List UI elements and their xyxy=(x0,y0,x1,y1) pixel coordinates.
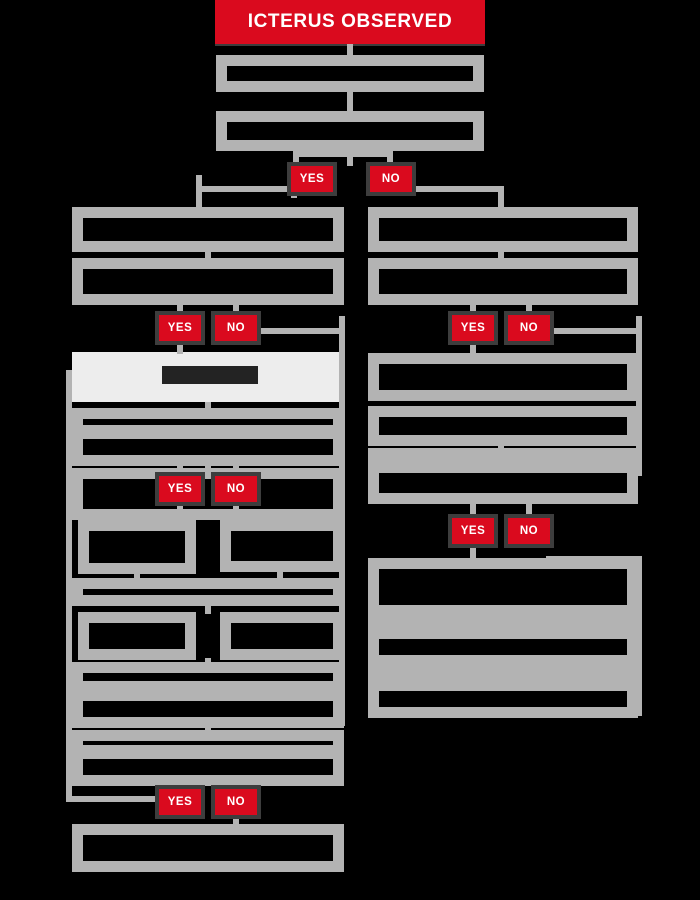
flow-node-L2[interactable] xyxy=(72,258,344,305)
connector-no-right-drop xyxy=(498,186,504,210)
connector-left-8 xyxy=(233,466,239,478)
connector-left-1 xyxy=(205,252,211,260)
decision-badge-no-d5[interactable]: NO xyxy=(508,518,550,544)
connector-right-3 xyxy=(526,305,532,317)
flow-node-R7[interactable] xyxy=(368,558,638,616)
connector-split-main-no xyxy=(387,151,393,166)
flow-node-n1[interactable] xyxy=(216,55,484,92)
connector-left-3 xyxy=(233,305,239,317)
flow-node-L8[interactable] xyxy=(220,520,344,572)
flow-node-R1[interactable] xyxy=(368,207,638,252)
flow-node-L1[interactable] xyxy=(72,207,344,252)
decision-badge-yes-d6[interactable]: YES xyxy=(159,789,201,815)
flow-node-L9[interactable] xyxy=(72,578,344,606)
flow-node-R3[interactable] xyxy=(368,353,638,401)
connector-right-no2-rail xyxy=(636,556,642,716)
connector-left-5 xyxy=(205,402,211,412)
connector-root-2 xyxy=(347,92,353,111)
connector-right-6 xyxy=(470,504,476,518)
connector-yes-left-drop xyxy=(196,186,202,210)
connector-yes-left-run xyxy=(196,186,297,192)
connector-left-14 xyxy=(205,658,211,666)
connector-left-17 xyxy=(233,784,239,792)
flow-node-L13[interactable] xyxy=(72,690,344,728)
flow-node-R4[interactable] xyxy=(368,406,638,446)
connector-right-4 xyxy=(470,342,476,354)
text-selection-highlight xyxy=(162,366,258,384)
connector-left-6 xyxy=(205,466,211,478)
connector-right-7 xyxy=(526,504,532,518)
decision-badge-yes-d5[interactable]: YES xyxy=(452,518,494,544)
connector-right-no2-run xyxy=(546,556,642,562)
connector-no-right-run xyxy=(410,186,504,192)
connector-split-main-yes xyxy=(293,151,299,166)
flow-node-R2[interactable] xyxy=(368,258,638,305)
flow-node-L12[interactable] xyxy=(72,662,344,692)
decision-badge-yes-d4[interactable]: YES xyxy=(159,476,201,502)
decision-badge-no-d6[interactable]: NO xyxy=(215,789,257,815)
connector-left-12 xyxy=(277,572,283,584)
flow-node-L16[interactable] xyxy=(72,824,344,872)
decision-badge-no-d2[interactable]: NO xyxy=(215,315,257,341)
connector-root-1 xyxy=(347,44,353,55)
decision-badge-yes-d1[interactable]: YES xyxy=(291,166,333,192)
connector-right-10 xyxy=(498,664,504,674)
flow-node-L11[interactable] xyxy=(220,612,344,660)
flow-node-R9[interactable] xyxy=(368,628,638,666)
connector-right-no-rail xyxy=(636,316,642,476)
flow-node-R11[interactable] xyxy=(368,680,638,718)
connector-right-9 xyxy=(498,614,504,624)
connector-left-7 xyxy=(177,466,183,478)
connector-right-no-run xyxy=(546,328,642,334)
connector-left-9 xyxy=(177,503,183,521)
connector-left-15 xyxy=(205,724,211,734)
connector-right-2 xyxy=(470,305,476,317)
page-title: ICTERUS OBSERVED xyxy=(215,0,485,44)
decision-badge-yes-d3[interactable]: YES xyxy=(452,315,494,341)
decision-badge-yes-d2[interactable]: YES xyxy=(159,315,201,341)
connector-split-main xyxy=(293,151,393,157)
connector-left-rail-west xyxy=(66,370,72,800)
connector-right-8 xyxy=(470,545,476,561)
decision-badge-no-d1[interactable]: NO xyxy=(370,166,412,192)
connector-left-no-rail xyxy=(339,316,345,726)
connector-right-5 xyxy=(498,446,504,464)
flow-node-L7[interactable] xyxy=(78,520,196,574)
decision-badge-no-d4[interactable]: NO xyxy=(215,476,257,502)
connector-left-4 xyxy=(177,342,183,354)
connector-left-2 xyxy=(177,305,183,317)
connector-left-13 xyxy=(205,604,211,614)
connector-left-11 xyxy=(134,574,140,584)
connector-yes-left-down xyxy=(291,192,297,198)
flow-node-L5[interactable] xyxy=(72,428,344,466)
connector-left-19 xyxy=(66,796,166,802)
connector-left-10 xyxy=(233,503,239,521)
connector-left-16 xyxy=(177,784,183,792)
decision-badge-no-d3[interactable]: NO xyxy=(508,315,550,341)
flow-node-R6[interactable] xyxy=(368,462,638,504)
connector-left-18 xyxy=(233,812,239,826)
connector-left-no-run xyxy=(253,328,345,334)
flow-node-L15[interactable] xyxy=(72,748,344,786)
flow-node-n2[interactable] xyxy=(216,111,484,151)
connector-root-3 xyxy=(347,151,353,166)
connector-yes-left-run2 xyxy=(196,175,202,193)
connector-right-1 xyxy=(498,252,504,260)
flow-node-L10[interactable] xyxy=(78,612,196,660)
